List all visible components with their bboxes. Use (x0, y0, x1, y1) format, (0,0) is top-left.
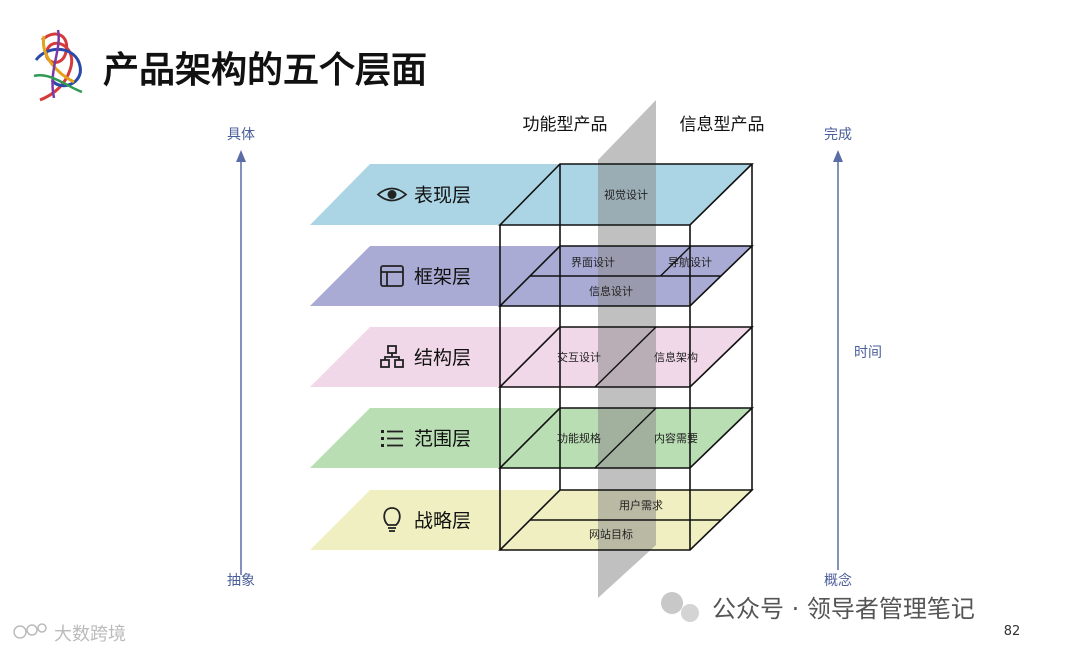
layer-name: 战略层 (414, 510, 471, 532)
right-axis: 完成 时间 概念 (824, 127, 890, 589)
list-icon-dot (381, 437, 384, 440)
axis-label-concrete: 具体 (227, 127, 255, 143)
watermark-left: 大数跨境 (13, 623, 126, 645)
cell-label: 交互设计 (557, 350, 601, 364)
watermark-left-text: 大数跨境 (54, 624, 126, 645)
layer-name: 框架层 (414, 266, 471, 288)
cell-label: 内容需要 (654, 431, 698, 445)
axis-label-abstract: 抽象 (227, 573, 255, 589)
column-label-informational: 信息型产品 (680, 115, 765, 135)
cell-label: 用户需求 (619, 498, 663, 512)
axis-label-time: 时间 (854, 345, 882, 361)
cell-label: 信息设计 (589, 284, 633, 298)
list-icon-dot (381, 444, 384, 447)
window-icon (380, 265, 404, 287)
watermark-right-text: 公众号 · 领导者管理笔记 (712, 595, 975, 623)
separator-plane (598, 100, 656, 598)
page-title: 产品架构的五个层面 (103, 50, 427, 91)
layer-name: 表现层 (414, 185, 471, 207)
cell-divider (594, 326, 657, 388)
page-number: 82 (1004, 624, 1021, 639)
layer-face-outline (498, 326, 754, 388)
cell-label: 界面设计 (571, 256, 615, 269)
cell-label: 功能规格 (557, 431, 601, 445)
cell-divider (594, 407, 657, 469)
column-label-functional: 功能型产品 (523, 115, 608, 135)
axis-label-completion: 完成 (824, 127, 852, 143)
layer-face-outline (498, 163, 754, 226)
watermark-right: 公众号 · 领导者管理笔记 (661, 592, 975, 623)
eye-pupil (387, 190, 397, 199)
eye-icon (376, 187, 408, 202)
left-axis: 具体 抽象 (227, 127, 255, 589)
layer-face-outline (498, 407, 754, 469)
cell-divider (660, 245, 692, 277)
layer-face-outline (498, 489, 754, 551)
axis-label-concept: 概念 (824, 572, 852, 589)
cell-label: 网站目标 (589, 527, 633, 541)
layer-name: 范围层 (414, 428, 471, 450)
cell-label: 信息架构 (654, 350, 698, 364)
sitemap-icon-links (384, 353, 400, 360)
layer-name: 结构层 (414, 347, 471, 369)
list-icon-dot (381, 430, 384, 433)
brand-logo-icon (33, 29, 83, 102)
layer-face-outline (498, 245, 754, 307)
cell-label: 导航设计 (668, 255, 712, 269)
cell-label: 视觉设计 (604, 188, 648, 202)
lightbulb-icon (383, 507, 401, 526)
